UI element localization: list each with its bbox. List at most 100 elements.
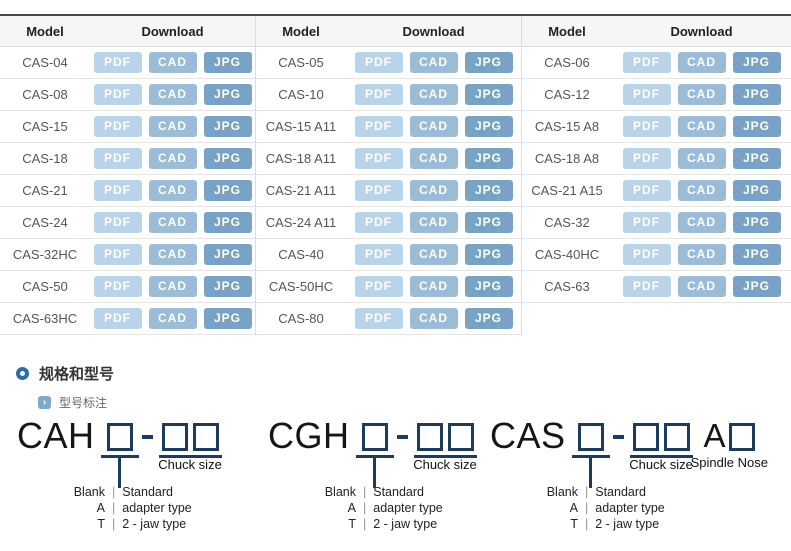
download-jpg-button[interactable]: JPG: [732, 84, 781, 105]
download-pdf-button[interactable]: PDF: [354, 276, 403, 297]
download-pdf-button[interactable]: PDF: [622, 84, 671, 105]
download-cad-button[interactable]: CAD: [409, 212, 458, 233]
download-cad-button[interactable]: CAD: [148, 52, 197, 73]
download-pdf-button[interactable]: PDF: [93, 180, 142, 201]
download-pdf-button[interactable]: PDF: [622, 212, 671, 233]
download-jpg-button[interactable]: JPG: [464, 52, 513, 73]
type-legend-row: T|2 - jaw type: [268, 516, 475, 532]
download-cad-button[interactable]: CAD: [148, 84, 197, 105]
download-cad-button[interactable]: CAD: [409, 308, 458, 329]
download-cad-button[interactable]: CAD: [677, 52, 726, 73]
download-pdf-button[interactable]: PDF: [354, 116, 403, 137]
download-jpg-button[interactable]: JPG: [464, 244, 513, 265]
download-jpg-button[interactable]: JPG: [464, 212, 513, 233]
download-cad-button[interactable]: CAD: [677, 212, 726, 233]
download-cad-button[interactable]: CAD: [409, 148, 458, 169]
download-cad-button[interactable]: CAD: [148, 308, 197, 329]
download-pdf-button[interactable]: PDF: [622, 116, 671, 137]
chuck-size-boxes: Chuck size: [413, 423, 477, 472]
download-buttons: PDF CAD JPG: [90, 84, 255, 105]
download-jpg-button[interactable]: JPG: [732, 276, 781, 297]
download-pdf-button[interactable]: PDF: [354, 148, 403, 169]
download-jpg-button[interactable]: JPG: [464, 116, 513, 137]
download-pdf-button[interactable]: PDF: [93, 148, 142, 169]
download-jpg-button[interactable]: JPG: [464, 84, 513, 105]
download-pdf-button[interactable]: PDF: [93, 116, 142, 137]
download-jpg-button[interactable]: JPG: [732, 52, 781, 73]
download-jpg-button[interactable]: JPG: [732, 244, 781, 265]
download-cad-button[interactable]: CAD: [148, 180, 197, 201]
download-pdf-button[interactable]: PDF: [354, 84, 403, 105]
download-cad-button[interactable]: CAD: [409, 116, 458, 137]
download-pdf-button[interactable]: PDF: [93, 244, 142, 265]
download-pdf-button[interactable]: PDF: [93, 84, 142, 105]
download-cad-button[interactable]: CAD: [677, 84, 726, 105]
download-jpg-button[interactable]: JPG: [203, 52, 252, 73]
download-pdf-button[interactable]: PDF: [622, 180, 671, 201]
download-jpg-button[interactable]: JPG: [464, 180, 513, 201]
download-buttons: PDF CAD JPG: [346, 84, 521, 105]
download-jpg-button[interactable]: JPG: [732, 180, 781, 201]
download-pdf-button[interactable]: PDF: [354, 244, 403, 265]
download-pdf-button[interactable]: PDF: [354, 180, 403, 201]
download-cad-button[interactable]: CAD: [677, 276, 726, 297]
download-jpg-button[interactable]: JPG: [732, 212, 781, 233]
download-cad-button[interactable]: CAD: [409, 276, 458, 297]
type-separator: |: [363, 501, 367, 515]
download-cad-button[interactable]: CAD: [409, 180, 458, 201]
download-pdf-button[interactable]: PDF: [622, 244, 671, 265]
download-pdf-button[interactable]: PDF: [622, 52, 671, 73]
download-cad-button[interactable]: CAD: [148, 276, 197, 297]
download-cad-button[interactable]: CAD: [677, 116, 726, 137]
digit-box: [447, 423, 474, 451]
model-prefix: CAS: [490, 415, 566, 456]
download-cad-button[interactable]: CAD: [409, 52, 458, 73]
download-jpg-button[interactable]: JPG: [203, 148, 252, 169]
subsection: › 型号标注: [38, 395, 791, 410]
download-jpg-button[interactable]: JPG: [203, 116, 252, 137]
download-jpg-button[interactable]: JPG: [203, 308, 252, 329]
download-jpg-button[interactable]: JPG: [203, 212, 252, 233]
download-pdf-button[interactable]: PDF: [354, 52, 403, 73]
download-pdf-button[interactable]: PDF: [622, 148, 671, 169]
download-cad-button[interactable]: CAD: [148, 116, 197, 137]
download-cad-button[interactable]: CAD: [677, 148, 726, 169]
download-pdf-button[interactable]: PDF: [354, 308, 403, 329]
download-jpg-button[interactable]: JPG: [464, 308, 513, 329]
download-jpg-button[interactable]: JPG: [203, 276, 252, 297]
download-cad-button[interactable]: CAD: [148, 212, 197, 233]
download-jpg-button[interactable]: JPG: [203, 180, 252, 201]
download-pdf-button[interactable]: PDF: [93, 308, 142, 329]
download-jpg-button[interactable]: JPG: [203, 84, 252, 105]
download-cad-button[interactable]: CAD: [677, 244, 726, 265]
download-jpg-button[interactable]: JPG: [732, 148, 781, 169]
download-jpg-button[interactable]: JPG: [464, 276, 513, 297]
download-pdf-button[interactable]: PDF: [93, 276, 142, 297]
download-buttons: PDF CAD JPG: [612, 84, 791, 105]
model-name: CAS-08: [22, 87, 68, 102]
download-pdf-button[interactable]: PDF: [354, 212, 403, 233]
table-row: CAS-08 PDF CAD JPG: [0, 79, 255, 111]
download-cad-button[interactable]: CAD: [409, 84, 458, 105]
download-jpg-button[interactable]: JPG: [732, 116, 781, 137]
download-pdf-button[interactable]: PDF: [93, 52, 142, 73]
download-jpg-button[interactable]: JPG: [203, 244, 252, 265]
download-cad-button[interactable]: CAD: [677, 180, 726, 201]
download-cad-button[interactable]: CAD: [148, 244, 197, 265]
type-separator: |: [112, 485, 116, 499]
download-cad-button[interactable]: CAD: [148, 148, 197, 169]
download-jpg-button[interactable]: JPG: [464, 148, 513, 169]
download-pdf-button[interactable]: PDF: [622, 276, 671, 297]
download-pdf-button[interactable]: PDF: [93, 212, 142, 233]
model-name: CAS-18 A8: [534, 151, 600, 166]
pointer-line: [100, 455, 139, 458]
download-cad-button[interactable]: CAD: [409, 244, 458, 265]
